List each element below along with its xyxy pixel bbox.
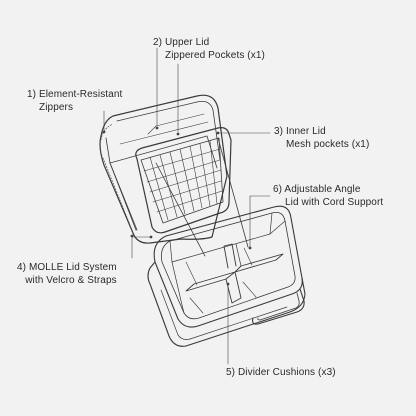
callout-dividers: 5) Divider Cushions (x3)	[226, 367, 336, 380]
case-base	[147, 205, 306, 347]
callout-adjustable-lid-detail: Lid with Cord Support	[285, 196, 384, 208]
callout-molle: 4) MOLLE Lid System with Velcro & Straps	[17, 262, 117, 287]
callout-zippers-detail: Zippers	[39, 101, 74, 113]
callout-molle-title: 4) MOLLE Lid System	[17, 262, 117, 273]
cord-support-right	[217, 137, 249, 248]
callout-upper-lid: 2) Upper Lid Zippered Pockets (x1)	[153, 37, 265, 62]
callout-adjustable-lid-title: 6) Adjustable Angle	[273, 184, 361, 195]
callout-molle-detail: with Velcro & Straps	[25, 274, 117, 286]
divider-cushion-2	[225, 271, 242, 304]
upper-lid	[99, 94, 228, 244]
divider-cushion-3	[223, 243, 237, 269]
callout-dividers-title: 5) Divider Cushions (x3)	[226, 367, 336, 378]
callout-inner-lid: 3) Inner Lid Mesh pockets (x1)	[274, 126, 369, 151]
callout-inner-lid-detail: Mesh pockets (x1)	[286, 138, 370, 150]
cord-support-left	[155, 162, 206, 257]
inner-lid	[135, 127, 249, 257]
callout-inner-lid-title: 3) Inner Lid	[274, 126, 326, 137]
callout-leaders	[102, 47, 271, 365]
callout-upper-lid-detail: Zippered Pockets (x1)	[165, 49, 265, 61]
callout-zippers: 1) Element-Resistant Zippers	[27, 89, 122, 114]
divider-cushion-1	[185, 271, 236, 292]
callout-upper-lid-title: 2) Upper Lid	[153, 37, 210, 48]
callout-adjustable-lid: 6) Adjustable Angle Lid with Cord Suppor…	[273, 184, 383, 209]
callout-zippers-title: 1) Element-Resistant	[27, 89, 123, 100]
carry-handle	[252, 288, 305, 325]
